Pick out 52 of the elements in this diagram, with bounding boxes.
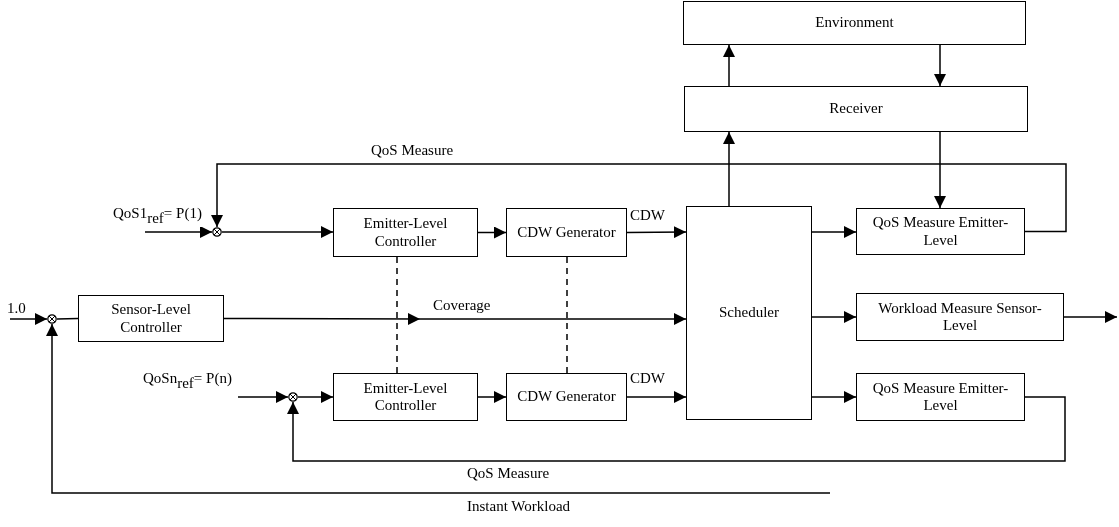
- box-label: Receiver: [829, 100, 883, 118]
- arrow: [287, 396, 1066, 462]
- box-label: QoS Measure Emitter-Level: [871, 379, 1010, 415]
- connector-line: [56, 317, 79, 320]
- box-label: Emitter-Level Controller: [362, 379, 449, 415]
- box-label: Sensor-Level Controller: [110, 301, 192, 336]
- summing-junction: [47, 314, 57, 324]
- arrow: [811, 311, 857, 323]
- process-box: [333, 208, 478, 257]
- arrow: [723, 44, 735, 87]
- dashed-line: [566, 256, 568, 374]
- arrow: [223, 313, 687, 325]
- arrow: [297, 391, 334, 403]
- edge-label: QoS Measure: [466, 465, 551, 482]
- process-box: [506, 373, 627, 421]
- edge-label: Coverage: [432, 297, 492, 314]
- arrow: [211, 163, 1067, 233]
- box-label: CDW Generator: [517, 388, 616, 406]
- summing-junction: [212, 227, 222, 237]
- process-box: [856, 208, 1025, 255]
- process-box: [686, 206, 812, 420]
- arrow: [934, 44, 946, 87]
- arrow: [237, 391, 289, 403]
- arrow: [811, 226, 857, 238]
- arrow: [626, 226, 687, 239]
- process-box: [683, 1, 1026, 45]
- arrow: [934, 131, 946, 209]
- process-box: [506, 208, 627, 257]
- arrow: [811, 391, 857, 403]
- box-label: Scheduler: [719, 304, 779, 322]
- process-box: [78, 295, 224, 342]
- box-label: Emitter-Level Controller: [362, 215, 449, 250]
- arrow: [9, 313, 48, 325]
- process-box: [333, 373, 478, 421]
- box-label: CDW Generator: [517, 223, 616, 242]
- arrow: [626, 391, 687, 403]
- arrow: [144, 226, 213, 238]
- arrow: [221, 226, 334, 238]
- process-box: [684, 86, 1028, 132]
- box-label: Workload Measure Sensor-Level: [877, 299, 1043, 335]
- box-label: QoS Measure Emitter-Level: [871, 214, 1010, 249]
- dashed-line: [396, 256, 398, 374]
- edge-label: QoS Measure: [370, 142, 455, 159]
- process-box: [856, 293, 1064, 341]
- summing-junction: [288, 392, 298, 402]
- arrow: [46, 323, 831, 494]
- arrow: [477, 226, 507, 239]
- process-box: [856, 373, 1025, 421]
- box-label: Environment: [815, 14, 894, 32]
- arrow: [477, 391, 507, 403]
- arrow: [723, 131, 735, 207]
- arrow: [1063, 311, 1118, 323]
